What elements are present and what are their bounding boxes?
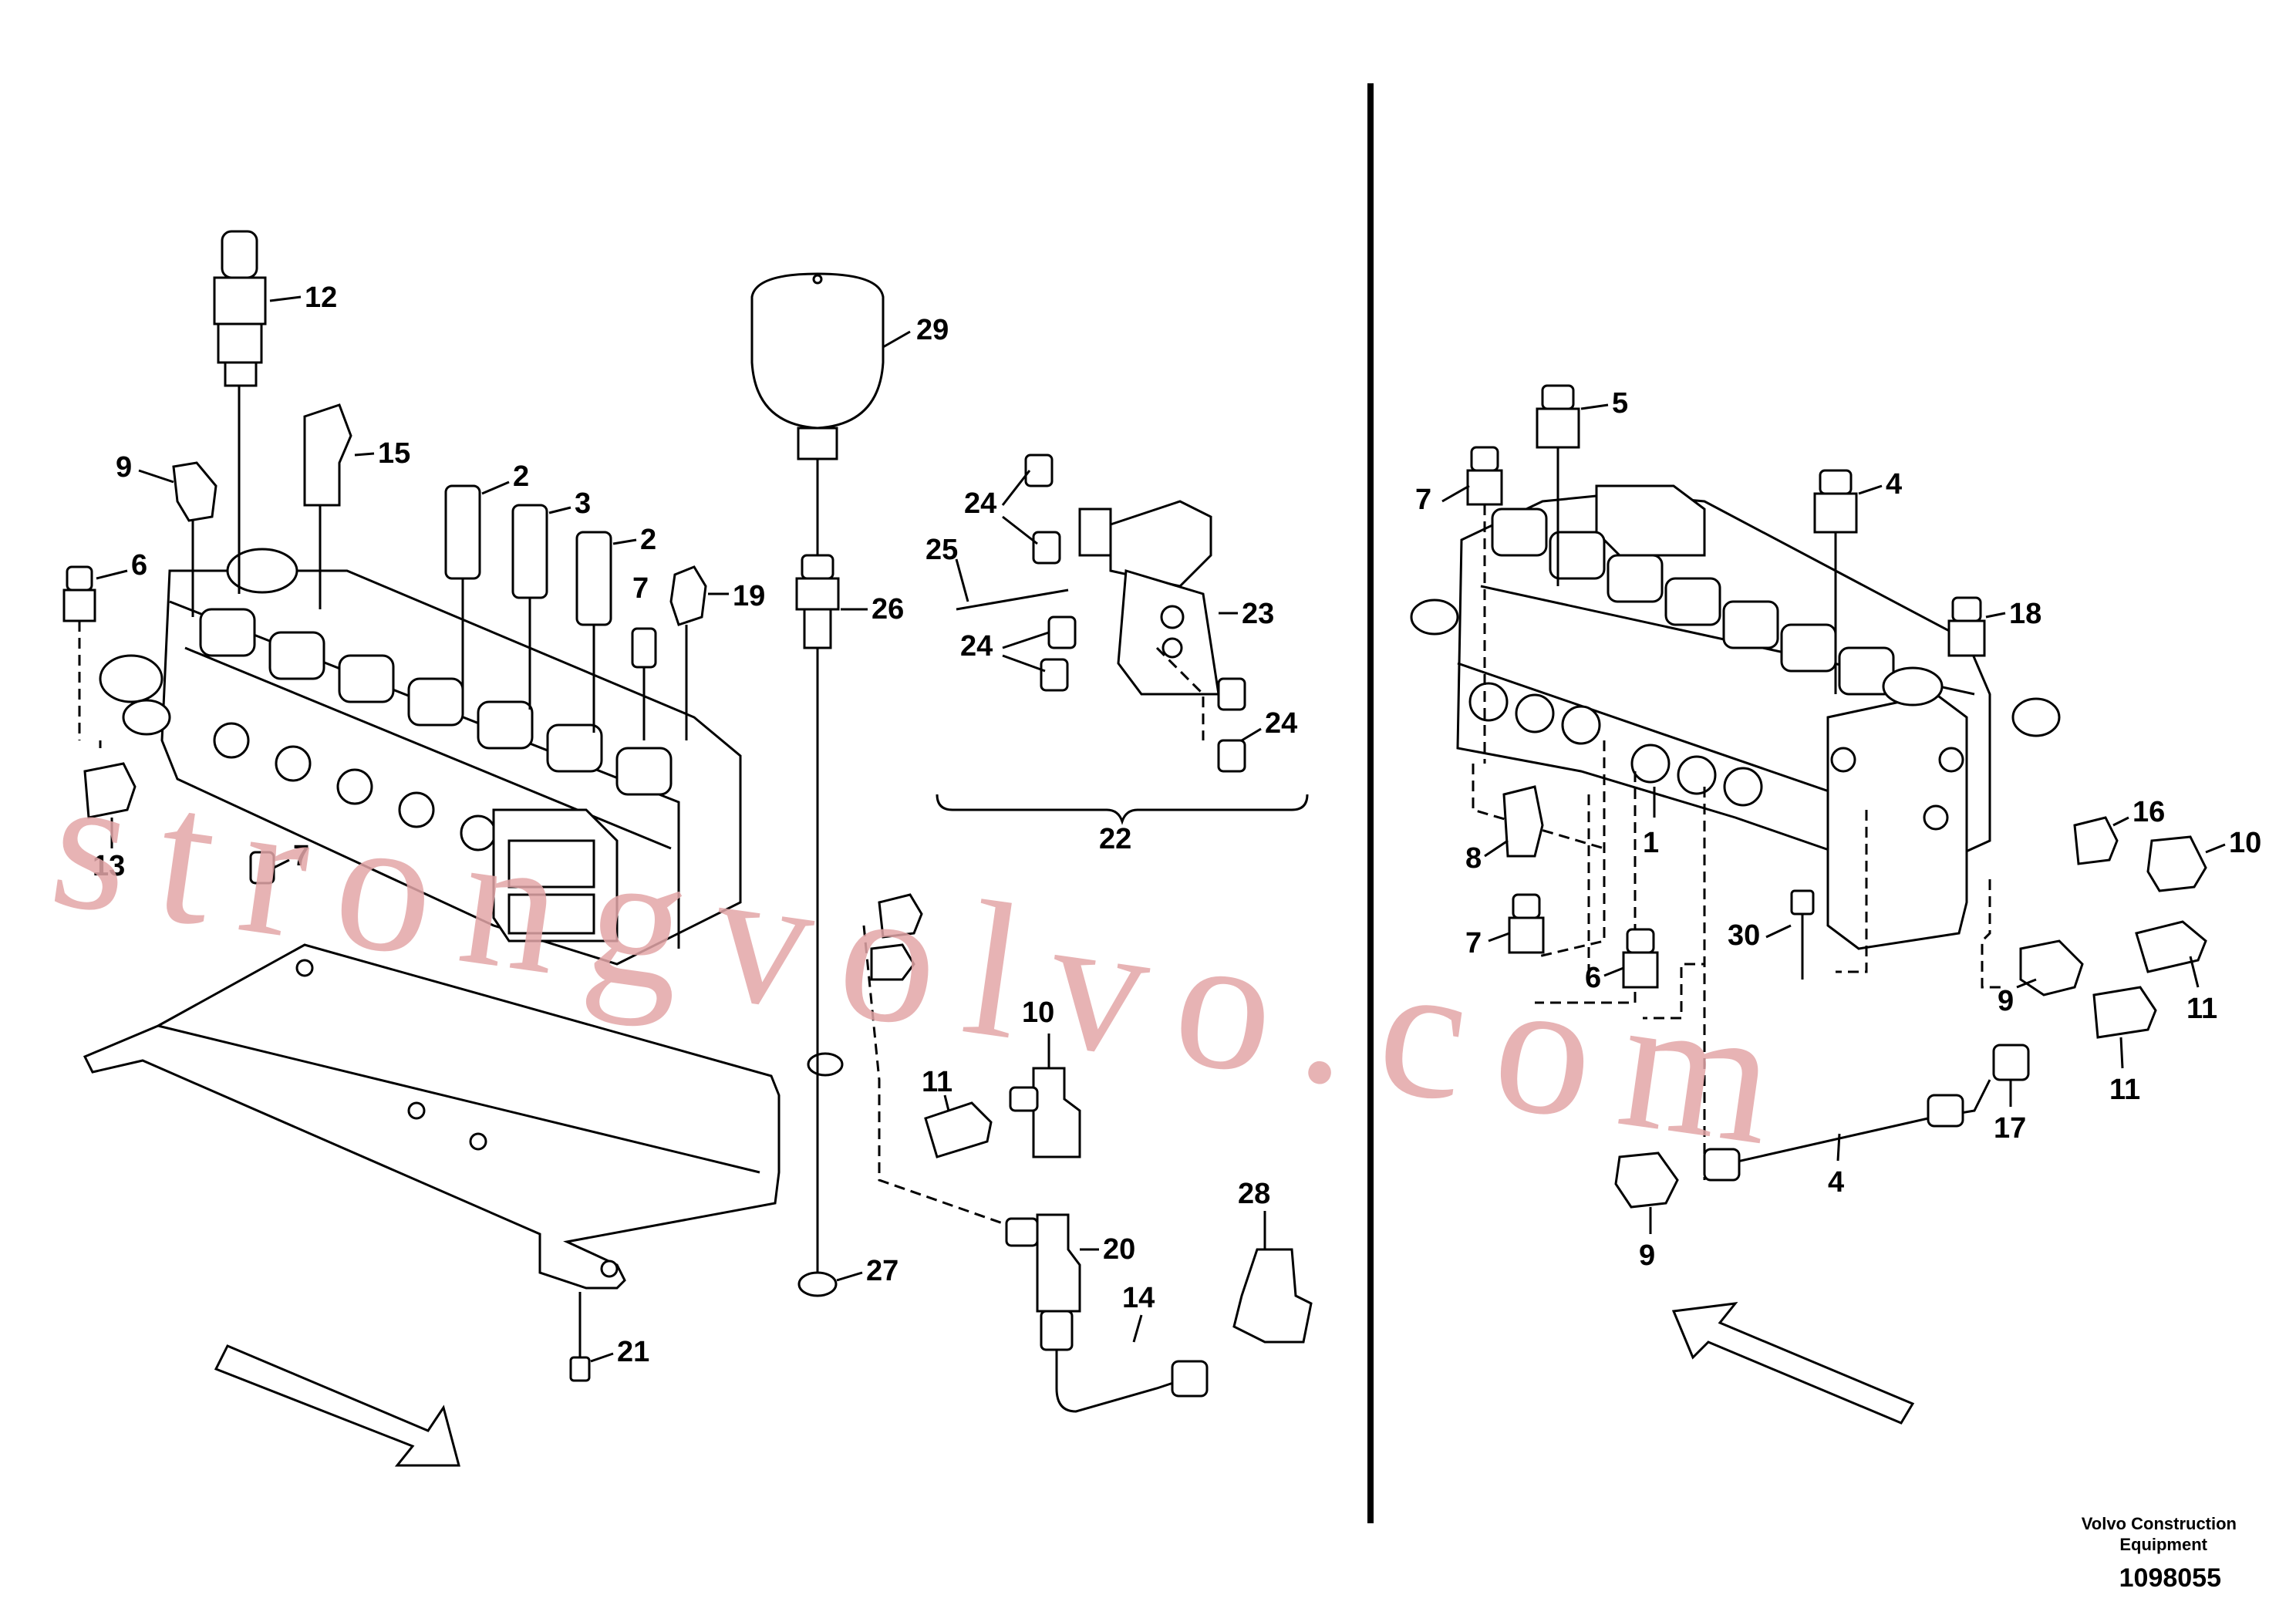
- left-assembly: [62, 230, 1313, 1467]
- callout-10: 10: [1022, 996, 1054, 1029]
- callout-r30: 30: [1728, 919, 1760, 952]
- callout-r8: 8: [1465, 842, 1482, 875]
- callout-12: 12: [305, 282, 337, 314]
- callout-24a: 24: [964, 487, 996, 520]
- callout-28: 28: [1238, 1178, 1270, 1210]
- callout-r11: 11: [2186, 993, 2217, 1025]
- callout-11: 11: [922, 1066, 952, 1098]
- callout-7: 7: [632, 572, 649, 605]
- callout-29: 29: [916, 314, 949, 346]
- callout-22: 22: [1099, 823, 1131, 855]
- callout-r5: 5: [1612, 387, 1628, 420]
- document-number: 1098055: [2119, 1563, 2221, 1593]
- callout-r7: 7: [1415, 484, 1431, 516]
- callout-13: 13: [93, 850, 125, 882]
- callout-r1: 1: [1643, 827, 1659, 859]
- callout-19: 19: [733, 580, 765, 612]
- left-callouts: 12 29 9 15 2 3 2 6 7 19 26 24 25 23 24 2…: [93, 282, 1297, 1368]
- callout-r4: 4: [1886, 468, 1902, 501]
- callout-23: 23: [1242, 598, 1274, 630]
- callout-r17: 17: [1994, 1112, 2026, 1145]
- callout-15: 15: [378, 437, 410, 470]
- callout-r7b: 7: [1465, 927, 1482, 959]
- callout-r11b: 11: [2109, 1074, 2140, 1106]
- callout-26: 26: [872, 593, 904, 626]
- right-assembly: [1410, 384, 2226, 1425]
- callout-14: 14: [1122, 1282, 1155, 1314]
- callout-3: 3: [575, 487, 591, 520]
- callout-25: 25: [925, 534, 958, 566]
- callout-24b: 24: [960, 630, 993, 663]
- callout-r18: 18: [2009, 598, 2041, 630]
- callout-20: 20: [1103, 1233, 1135, 1266]
- right-callouts: 5 7 4 18 16 10 8 1 7 6 30 9 11 11 17 4 9: [1415, 387, 2261, 1272]
- callout-9: 9: [116, 451, 132, 484]
- company-name-line1: Volvo Construction: [2082, 1514, 2237, 1533]
- callout-21: 21: [617, 1336, 649, 1368]
- callout-27: 27: [866, 1255, 899, 1287]
- callout-r4b: 4: [1828, 1166, 1844, 1199]
- callout-r9b: 9: [1639, 1239, 1655, 1272]
- callout-24c: 24: [1265, 707, 1297, 740]
- callout-2: 2: [513, 460, 529, 493]
- callout-r10: 10: [2229, 827, 2261, 859]
- callout-2b: 2: [640, 524, 656, 556]
- callout-r9: 9: [1998, 985, 2014, 1017]
- callout-r16: 16: [2132, 796, 2165, 828]
- callout-6: 6: [131, 549, 147, 582]
- company-name-line2: Equipment: [2119, 1535, 2207, 1554]
- callout-r6: 6: [1585, 962, 1601, 994]
- callout-7b: 7: [293, 840, 309, 872]
